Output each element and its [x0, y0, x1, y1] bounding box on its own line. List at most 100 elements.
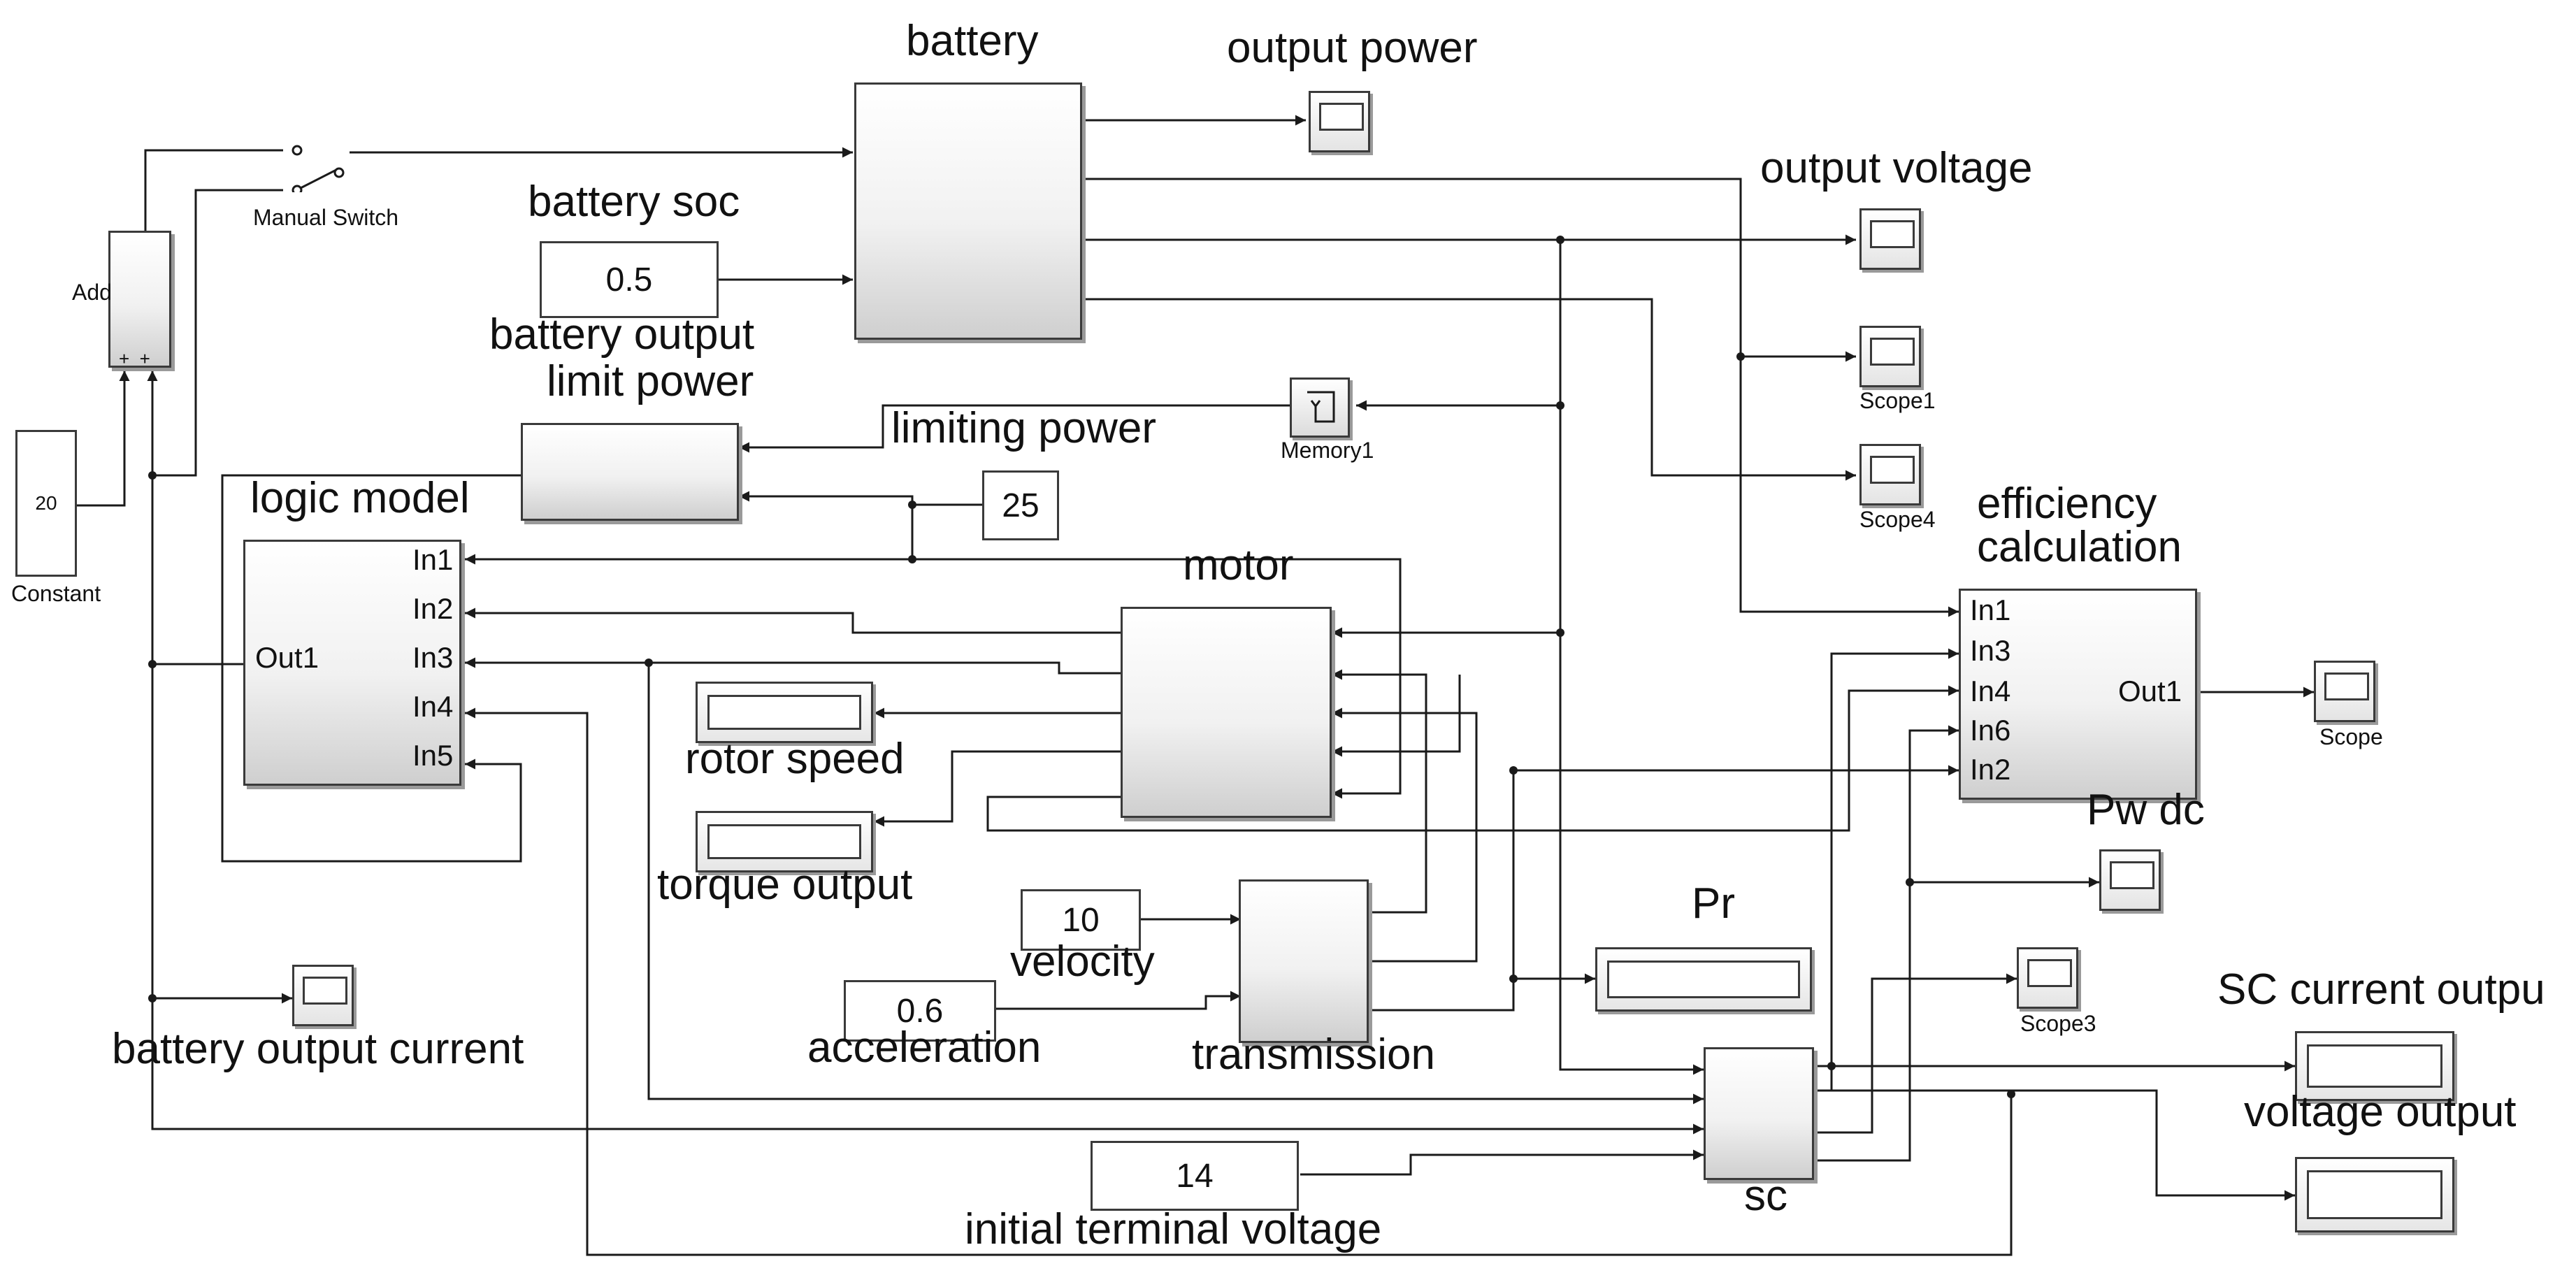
wire-trans-pr [1369, 973, 1595, 1012]
logic-out1-label: Out1 [255, 641, 319, 674]
wire-accel-trans [996, 991, 1241, 1010]
wire-limit-logic-in1-top [912, 558, 1402, 799]
scope-label: Scope [2319, 724, 2383, 749]
transmission-label: transmission [1192, 1030, 1435, 1079]
acceleration-block[interactable]: 0.6 [844, 980, 996, 1042]
motor-block[interactable] [1121, 607, 1332, 818]
eff-out1-label: Out1 [2118, 675, 2182, 707]
eff-in6-label: In6 [1970, 714, 2011, 747]
scope4[interactable] [1859, 444, 1921, 505]
wire-limit-feedback [221, 474, 522, 863]
initial-voltage-label: initial terminal voltage [965, 1205, 1382, 1253]
wire-memory-limit [739, 404, 1292, 453]
pr-label: Pr [1692, 879, 1735, 928]
rotor-speed-display[interactable] [696, 682, 873, 743]
acceleration-value: 0.6 [896, 992, 944, 1030]
battery-soc-block[interactable]: 0.5 [540, 241, 719, 318]
wire-constant-switch [152, 189, 283, 477]
add-label: Add [72, 280, 112, 305]
eff-in3-label: In3 [1970, 634, 2011, 667]
output-voltage-scope[interactable] [1859, 208, 1921, 270]
sc-current-output-label: SC current outpu [2217, 965, 2545, 1014]
battery-block[interactable] [854, 82, 1082, 340]
manual-switch[interactable] [276, 136, 360, 192]
velocity-label: velocity [1010, 937, 1155, 986]
efficiency-block[interactable] [1959, 589, 2197, 800]
wire-limit-value [739, 491, 982, 506]
constant-block[interactable]: 20 [15, 430, 77, 577]
constant-value: 20 [35, 492, 57, 514]
velocity-value: 10 [1062, 901, 1100, 939]
memory1-block[interactable] [1290, 377, 1350, 438]
battery-current-scope[interactable] [292, 965, 354, 1026]
pw-dc-scope[interactable] [2099, 849, 2161, 911]
wire-battery-scope4 [1082, 298, 1856, 481]
wire-logic-in4-bus [465, 707, 2013, 1256]
limit-value-block[interactable]: 25 [982, 470, 1059, 540]
limit-value: 25 [1002, 487, 1039, 524]
wire-motor-logic-in3 [465, 657, 1121, 675]
wire-constant-add [75, 371, 130, 507]
velocity-block[interactable]: 10 [1021, 889, 1141, 951]
scope1[interactable] [1859, 326, 1921, 387]
scope[interactable] [2314, 661, 2375, 722]
wire-trans-motor1 [1332, 669, 1427, 914]
add-block[interactable] [108, 231, 171, 368]
wire-trans-motor2 [1332, 707, 1478, 963]
scope3[interactable] [2017, 947, 2078, 1009]
wire-initial-voltage-sc [1300, 1149, 1704, 1176]
torque-output-display[interactable] [696, 811, 873, 872]
sc-current-display[interactable] [2295, 1031, 2454, 1101]
efficiency-label-2: calculation [1977, 523, 2182, 571]
logic-model-label: logic model [250, 474, 470, 522]
wire-voltage-bus [1559, 240, 1704, 1075]
output-voltage-label: output voltage [1760, 144, 2033, 192]
scope3-label: Scope3 [2020, 1011, 2096, 1036]
acceleration-label: acceleration [807, 1023, 1042, 1072]
scope4-label: Scope4 [1859, 507, 1936, 532]
torque-output-label: torque output [657, 861, 913, 909]
wire-trans-motor3 [1332, 675, 1461, 757]
efficiency-label-1: efficiency [1977, 480, 2157, 528]
wire-sc-voltage [1814, 1089, 2295, 1201]
limit-power-label-1: battery output [489, 310, 755, 359]
voltage-output-display[interactable] [2295, 1157, 2454, 1232]
sc-block[interactable] [1704, 1047, 1814, 1180]
manual-switch-label: Manual Switch [253, 205, 399, 230]
wire-sc-eff-in6 [1908, 725, 1959, 882]
eff-in4-label: In4 [1970, 675, 2011, 707]
logic-in5-label: In5 [412, 739, 454, 772]
logic-in4-label: In4 [412, 690, 454, 723]
initial-voltage-value: 14 [1176, 1157, 1214, 1195]
eff-in2-label: In2 [1970, 753, 2011, 786]
battery-label: battery [906, 17, 1039, 65]
battery-output-current-label: battery output current [112, 1025, 524, 1073]
limiting-power-label: limiting power [891, 404, 1157, 452]
wire-battery-eff-in1 [1082, 178, 1959, 617]
logic-model-block[interactable] [243, 540, 461, 786]
constant-label: Constant [11, 581, 101, 606]
memory-icon [1307, 391, 1335, 423]
add-signs: + + [119, 348, 150, 369]
scope1-label: Scope1 [1859, 388, 1936, 413]
wire-logic-in3-sc [647, 663, 1704, 1105]
battery-soc-label: battery soc [528, 178, 740, 226]
wire-sc-eff-in3 [1814, 648, 1959, 1092]
wire-sc-scope3 [1814, 973, 2017, 1134]
limit-power-block[interactable] [521, 423, 739, 521]
logic-in1-label: In1 [412, 543, 454, 576]
memory1-label: Memory1 [1281, 438, 1374, 463]
wire-motor-torque [874, 750, 1121, 827]
initial-voltage-block[interactable]: 14 [1091, 1141, 1299, 1211]
pr-display[interactable] [1595, 947, 1812, 1012]
eff-in1-label: In1 [1970, 594, 2011, 626]
wire-motor-logic-in2 [465, 607, 1121, 634]
output-power-scope[interactable] [1309, 91, 1370, 152]
limit-power-label-2: limit power [547, 357, 754, 405]
battery-soc-value: 0.5 [605, 261, 653, 299]
output-power-label: output power [1227, 24, 1478, 72]
wire-motor-eff-in4 [986, 685, 1959, 832]
transmission-block[interactable] [1239, 879, 1369, 1043]
